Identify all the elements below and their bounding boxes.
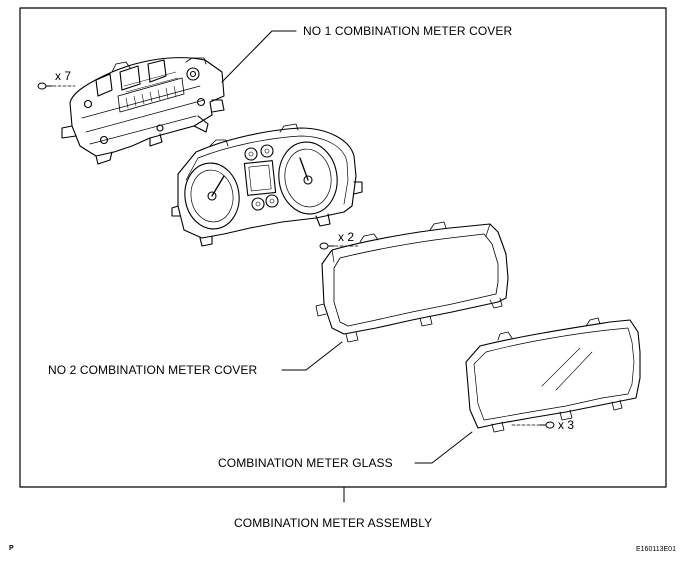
screw-x2 [319,242,361,250]
glass-label: COMBINATION METER GLASS [218,456,393,470]
no1-cover-label: NO 1 COMBINATION METER COVER [303,24,513,38]
corner-letter: P [9,545,14,552]
glass-screw-qty: x 3 [558,418,575,432]
no2-cover-label: NO 2 COMBINATION METER COVER [48,363,258,377]
diagram-frame [19,7,667,488]
no2-meter-cover-part [315,221,509,343]
combination-meter-part [171,123,363,247]
figure-id: E160113E01 [636,546,676,553]
meter-glass-part [465,317,641,433]
no1-screw-qty: x 7 [55,69,72,83]
no1-meter-cover-part [61,57,225,165]
screw-x7 [37,82,76,90]
leader-lines [221,30,473,503]
screw-x3 [511,421,555,429]
assembly-label: COMBINATION METER ASSEMBLY [234,516,433,530]
no2-screw-qty: x 2 [338,230,355,244]
